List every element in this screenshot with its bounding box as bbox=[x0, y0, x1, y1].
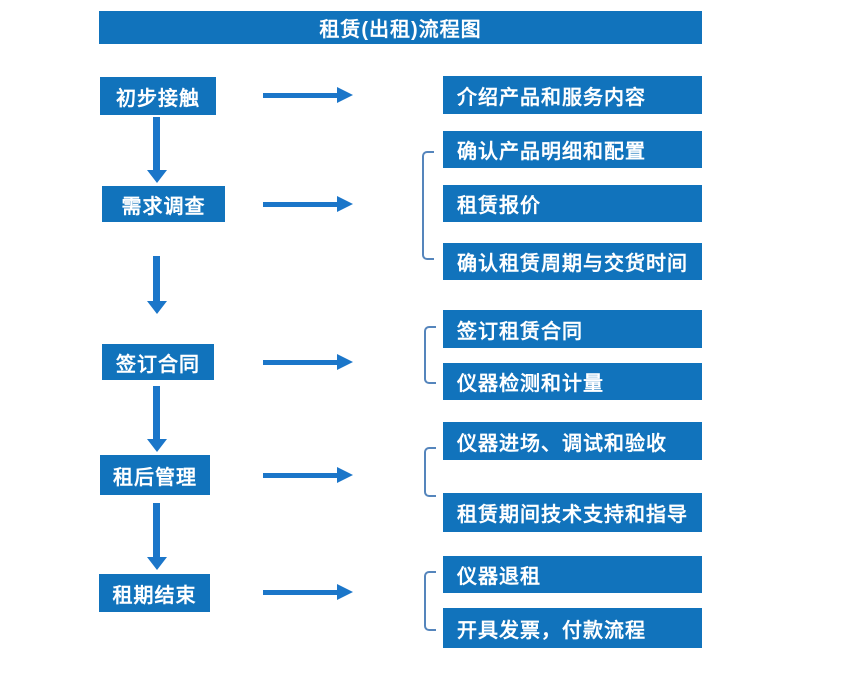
detail-box-invoice-payment: 开具发票，付款流程 bbox=[443, 608, 702, 648]
group-bracket bbox=[424, 447, 436, 497]
arrow-head bbox=[147, 439, 167, 452]
step-box-rental-end: 租期结束 bbox=[99, 574, 210, 612]
right-arrow-icon bbox=[263, 584, 353, 600]
step-box-sign-contract: 签订合同 bbox=[102, 344, 214, 380]
arrow-head bbox=[147, 301, 167, 314]
arrow-shaft bbox=[263, 202, 338, 207]
arrow-head bbox=[147, 170, 167, 183]
arrow-shaft bbox=[263, 360, 338, 365]
detail-box-sign-rental-contract: 签订租赁合同 bbox=[443, 310, 702, 348]
arrow-head bbox=[337, 467, 353, 483]
detail-box-rental-quote: 租赁报价 bbox=[443, 185, 702, 222]
arrow-shaft bbox=[153, 256, 160, 302]
arrow-shaft bbox=[263, 473, 338, 478]
right-arrow-icon bbox=[263, 354, 353, 370]
detail-box-instrument-setup-acceptance: 仪器进场、调试和验收 bbox=[443, 422, 702, 460]
arrow-shaft bbox=[263, 93, 338, 98]
step-box-post-rental-management: 租后管理 bbox=[100, 455, 210, 495]
detail-box-instrument-inspection: 仪器检测和计量 bbox=[443, 363, 702, 400]
flowchart-title: 租赁(出租)流程图 bbox=[99, 11, 702, 44]
group-bracket bbox=[424, 571, 436, 631]
right-arrow-icon bbox=[263, 87, 353, 103]
right-arrow-icon bbox=[263, 467, 353, 483]
arrow-shaft bbox=[153, 386, 160, 440]
group-bracket bbox=[422, 151, 434, 260]
arrow-shaft bbox=[153, 117, 160, 171]
step-box-demand-survey: 需求调查 bbox=[102, 186, 225, 222]
detail-box-technical-support: 租赁期间技术支持和指导 bbox=[443, 493, 702, 532]
down-arrow-icon bbox=[147, 256, 167, 314]
arrow-head bbox=[337, 87, 353, 103]
detail-box-instrument-return: 仪器退租 bbox=[443, 556, 702, 593]
arrow-shaft bbox=[153, 503, 160, 558]
down-arrow-icon bbox=[147, 503, 167, 570]
detail-box-confirm-period-delivery: 确认租赁周期与交货时间 bbox=[443, 243, 702, 280]
detail-box-introduce-products: 介绍产品和服务内容 bbox=[443, 76, 702, 114]
arrow-head bbox=[337, 584, 353, 600]
detail-box-confirm-product-config: 确认产品明细和配置 bbox=[443, 131, 702, 168]
arrow-head bbox=[147, 557, 167, 570]
down-arrow-icon bbox=[147, 117, 167, 183]
arrow-head bbox=[337, 196, 353, 212]
right-arrow-icon bbox=[263, 196, 353, 212]
step-box-initial-contact: 初步接触 bbox=[100, 77, 216, 115]
group-bracket bbox=[424, 326, 436, 384]
arrow-head bbox=[337, 354, 353, 370]
arrow-shaft bbox=[263, 590, 338, 595]
down-arrow-icon bbox=[147, 386, 167, 452]
